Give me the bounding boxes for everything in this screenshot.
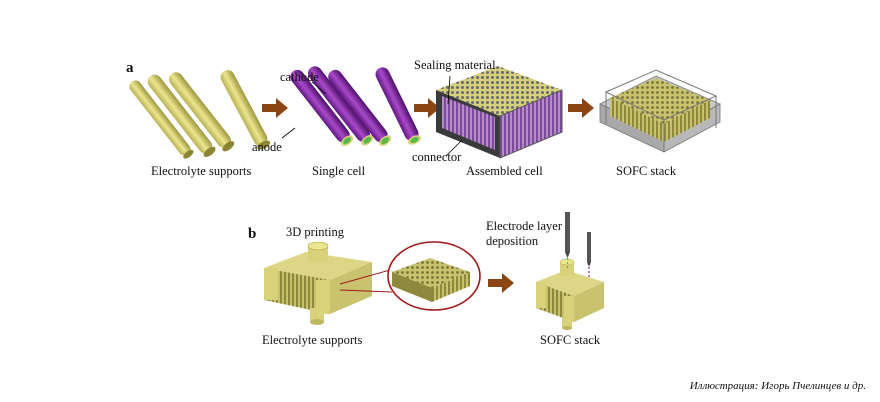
zoom-line-bottom — [339, 289, 393, 293]
panel-label-b: b — [248, 226, 257, 242]
cathode-label: cathode — [280, 70, 319, 84]
image-credit: Иллюстрация: Игорь Пчелинцев и др. — [689, 380, 866, 392]
sofc-stack-a — [598, 69, 722, 153]
deposition-label: deposition — [486, 234, 539, 248]
sofc-stack-b — [536, 212, 604, 330]
sealing-material-label: Sealing material — [414, 58, 496, 72]
sofc-stack-label-b: SOFC stack — [540, 333, 601, 347]
electrolyte-supports-label-a: Electrolyte supports — [151, 164, 252, 178]
arrow-2 — [414, 98, 440, 118]
single-cell-tubes — [290, 66, 422, 147]
printed-electrolyte-block — [264, 241, 372, 325]
sealing-pointer — [447, 75, 451, 105]
arrow-b — [488, 273, 514, 293]
arrow-1 — [262, 98, 288, 118]
sofc-stack-label-a: SOFC stack — [616, 164, 677, 178]
electrode-layer-label: Electrode layer — [486, 219, 562, 233]
arrow-3 — [568, 98, 594, 118]
cathode-pointer — [311, 81, 327, 95]
panel-label-a: a — [126, 60, 134, 76]
single-cell-label: Single cell — [312, 164, 366, 178]
connector-pointer — [445, 139, 463, 157]
electrolyte-supports-label-b: Electrolyte supports — [262, 333, 363, 347]
connector-label: connector — [412, 150, 462, 164]
assembled-cell-box — [436, 66, 563, 159]
electrolyte-support-tubes — [129, 70, 271, 159]
anode-pointer — [281, 127, 296, 139]
magnified-block — [392, 258, 470, 302]
anode-label: anode — [252, 140, 282, 154]
zoom-line-top — [339, 269, 391, 285]
assembled-cell-label: Assembled cell — [466, 164, 543, 178]
3d-printing-label: 3D printing — [286, 225, 344, 239]
